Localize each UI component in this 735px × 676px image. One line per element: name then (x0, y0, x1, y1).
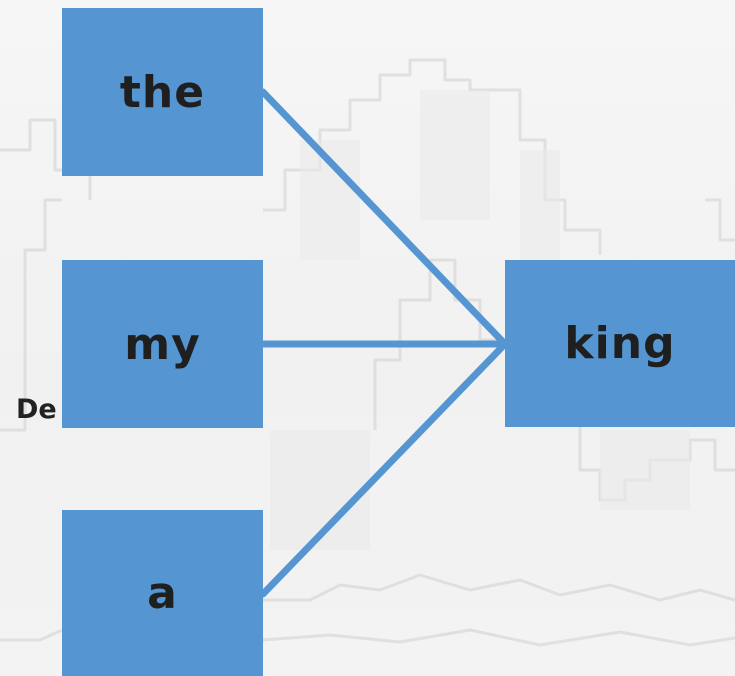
word-box-the[interactable]: the (62, 8, 263, 176)
word-box-my[interactable]: my (62, 260, 263, 428)
connector-the-to-king (259, 88, 509, 348)
word-label: my (124, 318, 201, 370)
partial-heading-text: De (16, 394, 57, 425)
word-label: a (147, 567, 178, 619)
word-label: king (564, 318, 676, 369)
connector-a-to-king (259, 340, 509, 598)
word-label: the (119, 66, 206, 118)
word-box-king[interactable]: king (505, 260, 735, 427)
word-box-a[interactable]: a (62, 510, 263, 676)
